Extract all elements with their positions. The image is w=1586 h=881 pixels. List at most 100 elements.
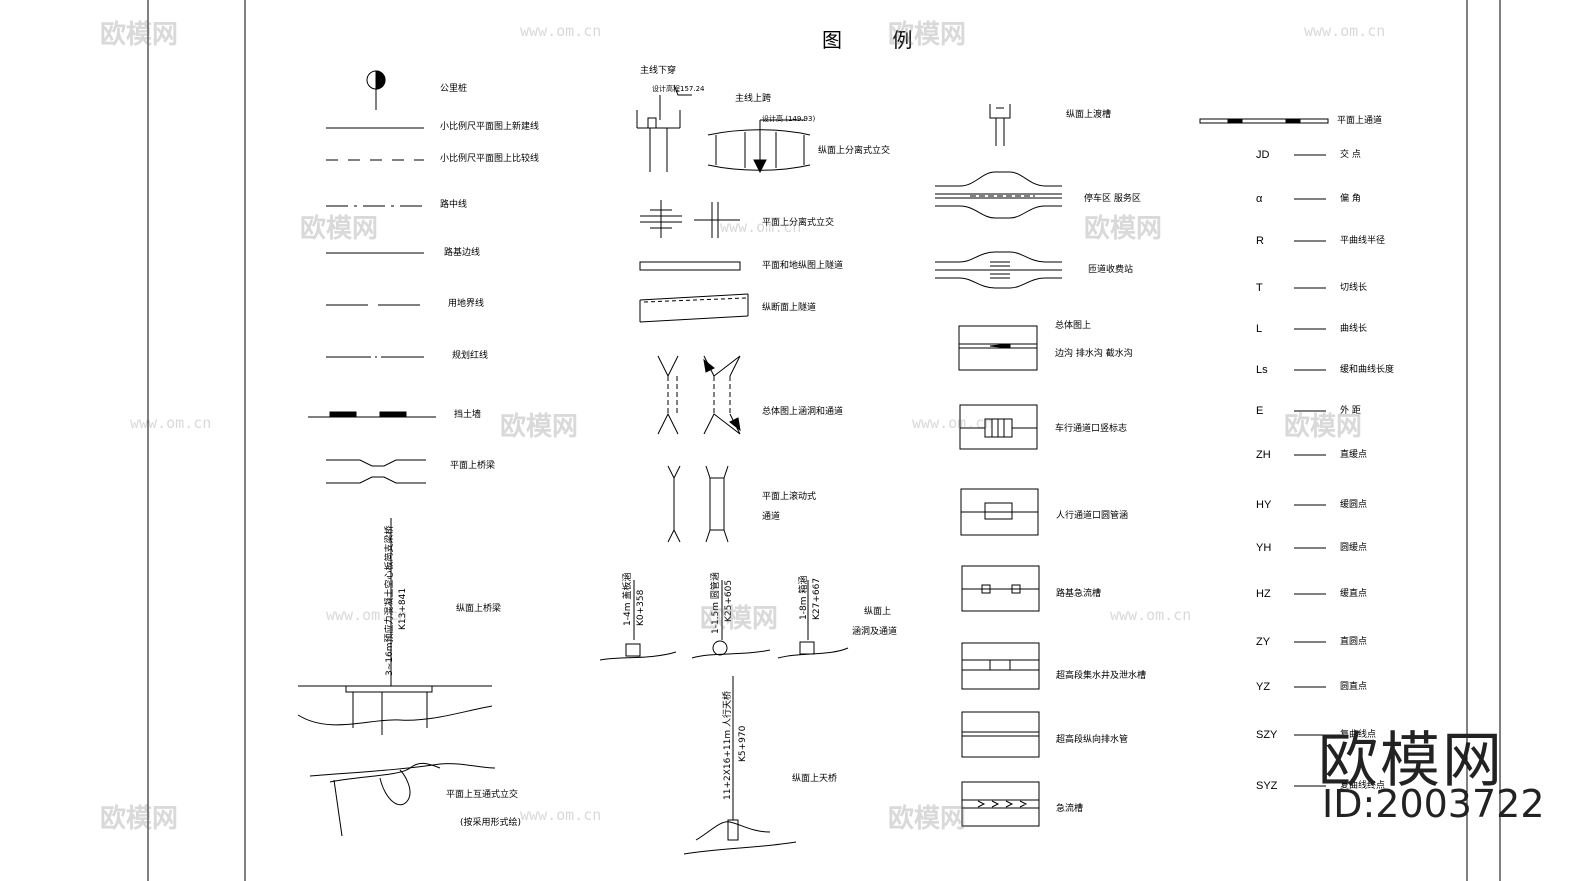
footbridge-profile-symbol bbox=[683, 676, 797, 855]
label-rapid-flow: 急流槽 bbox=[1056, 804, 1084, 814]
label-comparison-line: 小比例尺平面图上比较线 bbox=[440, 154, 540, 164]
curve-desc: 缓和曲线长度 bbox=[1340, 365, 1395, 375]
curve-desc: 圆缓点 bbox=[1340, 543, 1368, 553]
curve-desc: 直缓点 bbox=[1340, 450, 1368, 460]
curve-desc: 外 距 bbox=[1340, 406, 1361, 416]
label-drain-pipe: 超高段纵向排水管 bbox=[1056, 735, 1129, 745]
curve-desc: 圆直点 bbox=[1340, 682, 1368, 692]
label-vehicle-passage: 车行通道口竖标志 bbox=[1055, 424, 1128, 434]
curve-abbr: SYZ bbox=[1256, 780, 1278, 792]
label-red-line: 规划红线 bbox=[452, 351, 489, 361]
footbridge-desc: 11+2X16+11m 人行天桥 bbox=[723, 691, 733, 800]
plan-bridge-symbol bbox=[326, 459, 426, 484]
curve-abbr: α bbox=[1256, 193, 1263, 205]
label-subgrade-edge: 路基边线 bbox=[444, 248, 481, 258]
curve-desc: 平曲线半径 bbox=[1340, 236, 1386, 246]
label-profile-separated: 纵面上分离式立交 bbox=[818, 146, 891, 156]
service-area-symbol bbox=[935, 171, 1062, 219]
curve-desc: 缓圆点 bbox=[1340, 500, 1368, 510]
legend-title: 图 例 bbox=[822, 28, 935, 52]
label-km-post: 公里桩 bbox=[440, 84, 468, 94]
label-interchange: 平面上互通式立交 bbox=[446, 790, 519, 800]
label-catch-basin: 超高段集水井及泄水槽 bbox=[1056, 671, 1147, 681]
label-tunnel-profile: 纵断面上隧道 bbox=[762, 303, 817, 313]
curve-desc: 偏 角 bbox=[1340, 194, 1361, 204]
curve-abbr: T bbox=[1256, 282, 1263, 294]
curve-desc: 曲线长 bbox=[1340, 324, 1368, 334]
drain-pipe-symbol bbox=[961, 711, 1040, 758]
curve-desc: 复曲线点 bbox=[1340, 730, 1377, 740]
curve-abbr: HZ bbox=[1256, 588, 1271, 600]
label-footbridge: 纵面上天桥 bbox=[792, 774, 838, 784]
label-service-area: 停车区 服务区 bbox=[1084, 194, 1141, 204]
toll-station-symbol bbox=[935, 251, 1062, 289]
km-post-symbol bbox=[366, 70, 386, 110]
label-land-boundary: 用地界线 bbox=[448, 299, 485, 309]
label-new-line: 小比例尺平面图上新建线 bbox=[440, 122, 540, 132]
curve-abbr: R bbox=[1256, 235, 1264, 247]
label-plan-separated: 平面上分离式立交 bbox=[762, 218, 835, 228]
curve-desc: 切线长 bbox=[1340, 283, 1368, 293]
curve-abbr: ZH bbox=[1256, 449, 1271, 461]
underpass-elevation: 设计高程157.24 bbox=[652, 85, 705, 93]
overpass-elevation: 设计高 (149.93) bbox=[762, 115, 816, 123]
curve-desc: 直圆点 bbox=[1340, 637, 1368, 647]
curve-abbr: L bbox=[1256, 323, 1263, 335]
culvert2-station: K25+605 bbox=[724, 579, 734, 622]
curve-abbr: HY bbox=[1256, 499, 1272, 511]
culvert1-desc: 1-4m 盖板涵 bbox=[623, 572, 633, 626]
underpass-symbol bbox=[636, 84, 692, 172]
label-underpass: 主线下穿 bbox=[640, 66, 677, 76]
label-profile-bridge: 纵面上桥梁 bbox=[456, 604, 502, 614]
label-interchange-note: (按采用形式绘) bbox=[460, 818, 522, 828]
separated-interchange-symbol bbox=[640, 200, 740, 238]
culvert1-station: K0+358 bbox=[636, 589, 646, 626]
footbridge-station: K5+970 bbox=[738, 725, 748, 762]
brand-id: ID:2003722 bbox=[1322, 782, 1545, 826]
culvert2-desc: 1-1.5m 圆管涵 bbox=[711, 572, 721, 634]
curve-abbr: ZY bbox=[1256, 636, 1271, 648]
label-aqueduct: 纵面上渡槽 bbox=[1066, 110, 1112, 120]
vehicle-passage-symbol bbox=[959, 404, 1038, 450]
bridge-station: K13+841 bbox=[398, 587, 408, 630]
label-profile-culvert: 纵面上 bbox=[864, 607, 892, 617]
label-retaining-wall: 挡土墙 bbox=[454, 410, 482, 420]
chute-symbol bbox=[961, 565, 1040, 612]
brand-logo-text: 欧模网 bbox=[1318, 726, 1504, 796]
label-pedestrian-passage: 人行通道口圆管涵 bbox=[1056, 511, 1129, 521]
curve-desc: 交 点 bbox=[1340, 150, 1361, 160]
catch-basin-symbol bbox=[961, 642, 1040, 690]
curve-abbr: JD bbox=[1256, 149, 1270, 161]
label-profile-culvert-2: 涵洞及通道 bbox=[852, 627, 898, 637]
rapid-flow-symbol bbox=[961, 781, 1040, 827]
label-toll-station: 匝道收费站 bbox=[1088, 265, 1134, 275]
tunnel-plan-symbol bbox=[639, 261, 741, 271]
curve-abbr: YZ bbox=[1256, 681, 1271, 693]
label-centerline: 路中线 bbox=[440, 200, 468, 210]
channel-plan-symbol bbox=[667, 465, 729, 543]
label-overpass: 主线上跨 bbox=[735, 94, 772, 104]
culvert3-desc: 1-8m 箱涵 bbox=[799, 575, 809, 620]
label-plan-bridge: 平面上桥梁 bbox=[450, 461, 496, 471]
label-general-plan: 总体图上 bbox=[1055, 321, 1092, 331]
tunnel-profile-symbol bbox=[639, 293, 749, 323]
curve-abbr: YH bbox=[1256, 542, 1272, 554]
pedestrian-passage-symbol bbox=[960, 488, 1039, 536]
culvert-general-symbol bbox=[657, 355, 741, 435]
culvert-profile-symbols bbox=[599, 580, 849, 661]
curve-desc: 复曲线终点 bbox=[1340, 781, 1386, 791]
profile-bridge-symbol bbox=[297, 518, 493, 735]
retaining-wall-symbol bbox=[308, 411, 436, 418]
bridge-description: 3~16m预应力混凝土空心板简支梁桥 bbox=[385, 525, 395, 677]
curve-desc: 缓直点 bbox=[1340, 589, 1368, 599]
ditch-symbol bbox=[958, 325, 1038, 371]
overpass-profile-symbol bbox=[707, 119, 811, 174]
interchange-symbol bbox=[309, 762, 496, 837]
aqueduct-symbol bbox=[989, 104, 1011, 146]
label-channel-2: 通道 bbox=[762, 512, 781, 522]
label-plan-passage: 平面上通道 bbox=[1337, 116, 1383, 126]
plan-passage-symbol bbox=[1199, 118, 1329, 124]
